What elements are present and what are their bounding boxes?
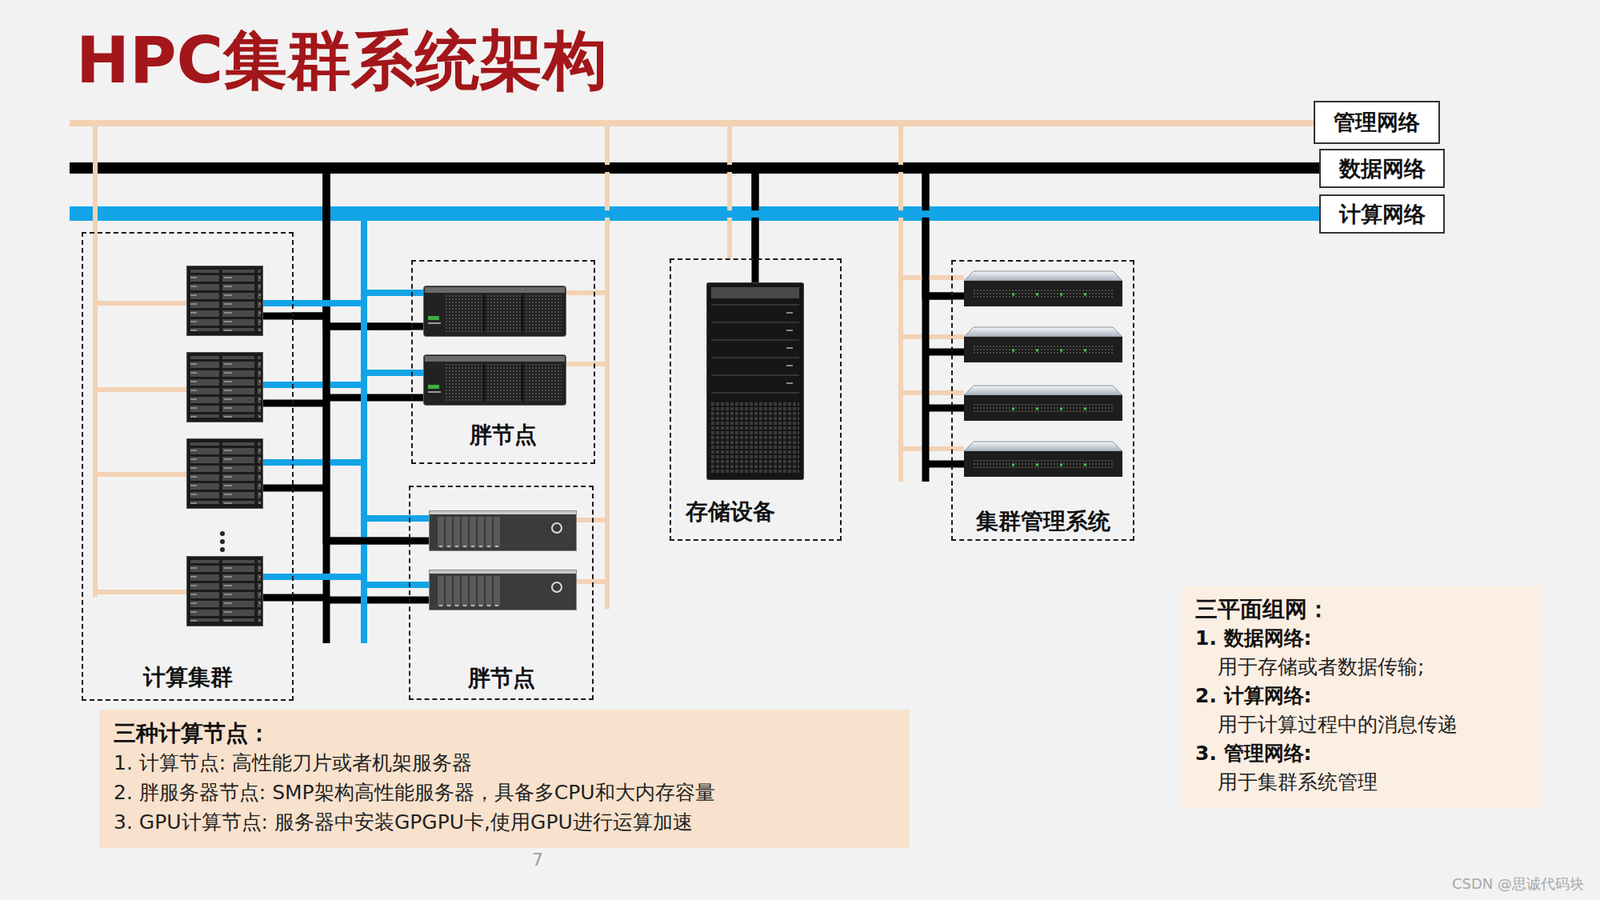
- rack-server: [964, 441, 1123, 477]
- note-item: 1. 数据网络:: [1195, 624, 1527, 653]
- rack-server: [964, 385, 1123, 421]
- network-link: [593, 122, 1314, 520]
- data-wires: [263, 168, 964, 644]
- note-heading: 三种计算节点：: [113, 719, 896, 748]
- management-wires: [95, 123, 964, 609]
- page-number: 7: [532, 849, 544, 870]
- network-link: [900, 122, 1314, 278]
- note-item: 2. 计算网络:: [1195, 681, 1527, 711]
- blade-server: [187, 556, 264, 627]
- network-label: 数据网络: [1319, 148, 1445, 188]
- note-text: 3. GPU计算节点: 服务器中安装GPGPU卡,使用GPU进行运算加速: [113, 807, 896, 837]
- node-label: 存储设备: [685, 498, 776, 526]
- node-label: 管理网络: [1333, 108, 1420, 137]
- node-label: 数据网络: [1339, 154, 1426, 184]
- management-group: 集群管理系统: [951, 260, 1135, 541]
- note-panel: 三种计算节点：1. 计算节点: 高性能刀片或者机架服务器2. 胖服务器节点: S…: [99, 709, 910, 848]
- fat-node-group: 胖节点: [408, 485, 594, 700]
- note-text: 用于存储或者数据传输;: [1195, 652, 1527, 682]
- watermark: CSDN @思诚代码块: [1452, 874, 1584, 894]
- network-label: 管理网络: [1313, 100, 1440, 144]
- slide-title: HPC集群系统架构: [76, 22, 608, 100]
- fat-server: [429, 511, 577, 552]
- note-heading: 三平面组网：: [1195, 595, 1527, 624]
- fat-server: [429, 570, 577, 611]
- blade-server: [187, 266, 264, 336]
- fat-server: [424, 286, 567, 337]
- note-item: 3. 管理网络:: [1195, 739, 1527, 768]
- fat-node-group: 胖节点: [411, 260, 596, 464]
- network-link: [364, 214, 1320, 294]
- note-text: 2. 胖服务器节点: SMP架构高性能服务器，具备多CPU和大内存容量: [113, 777, 896, 808]
- ellipsis-dot: [220, 547, 225, 552]
- storage-rack: [707, 283, 804, 480]
- node-label: 胖节点: [468, 664, 536, 692]
- note-text: 1. 计算节点: 高性能刀片或者机架服务器: [113, 748, 896, 778]
- note-panel: 三平面组网：1. 数据网络:用于存储或者数据传输;2. 计算网络:用于计算过程中…: [1180, 585, 1541, 808]
- ellipsis-dot: [220, 539, 225, 544]
- node-label: 计算网络: [1339, 200, 1426, 229]
- node-label: 集群管理系统: [976, 508, 1111, 536]
- fat-server: [424, 355, 567, 406]
- note-text: 用于计算过程中的消息传递: [1195, 710, 1527, 740]
- rack-server: [964, 271, 1123, 307]
- storage-group: 存储设备: [669, 258, 842, 541]
- network-link: [925, 168, 1320, 297]
- cluster-group: 计算集群: [81, 232, 294, 701]
- ellipsis-dot: [220, 531, 225, 536]
- network-link: [364, 214, 1320, 520]
- node-label: 计算集群: [143, 664, 233, 692]
- network-label: 计算网络: [1319, 194, 1445, 234]
- rack-server: [964, 327, 1123, 363]
- blade-server: [187, 352, 264, 423]
- note-text: 用于集群系统管理: [1195, 768, 1527, 797]
- network-link: [729, 122, 1314, 259]
- network-link: [293, 168, 1320, 317]
- network-link: [595, 122, 1314, 293]
- node-label: 胖节点: [469, 421, 537, 449]
- network-link: [326, 168, 1320, 328]
- compute-wires: [263, 213, 429, 644]
- blade-server: [187, 439, 264, 509]
